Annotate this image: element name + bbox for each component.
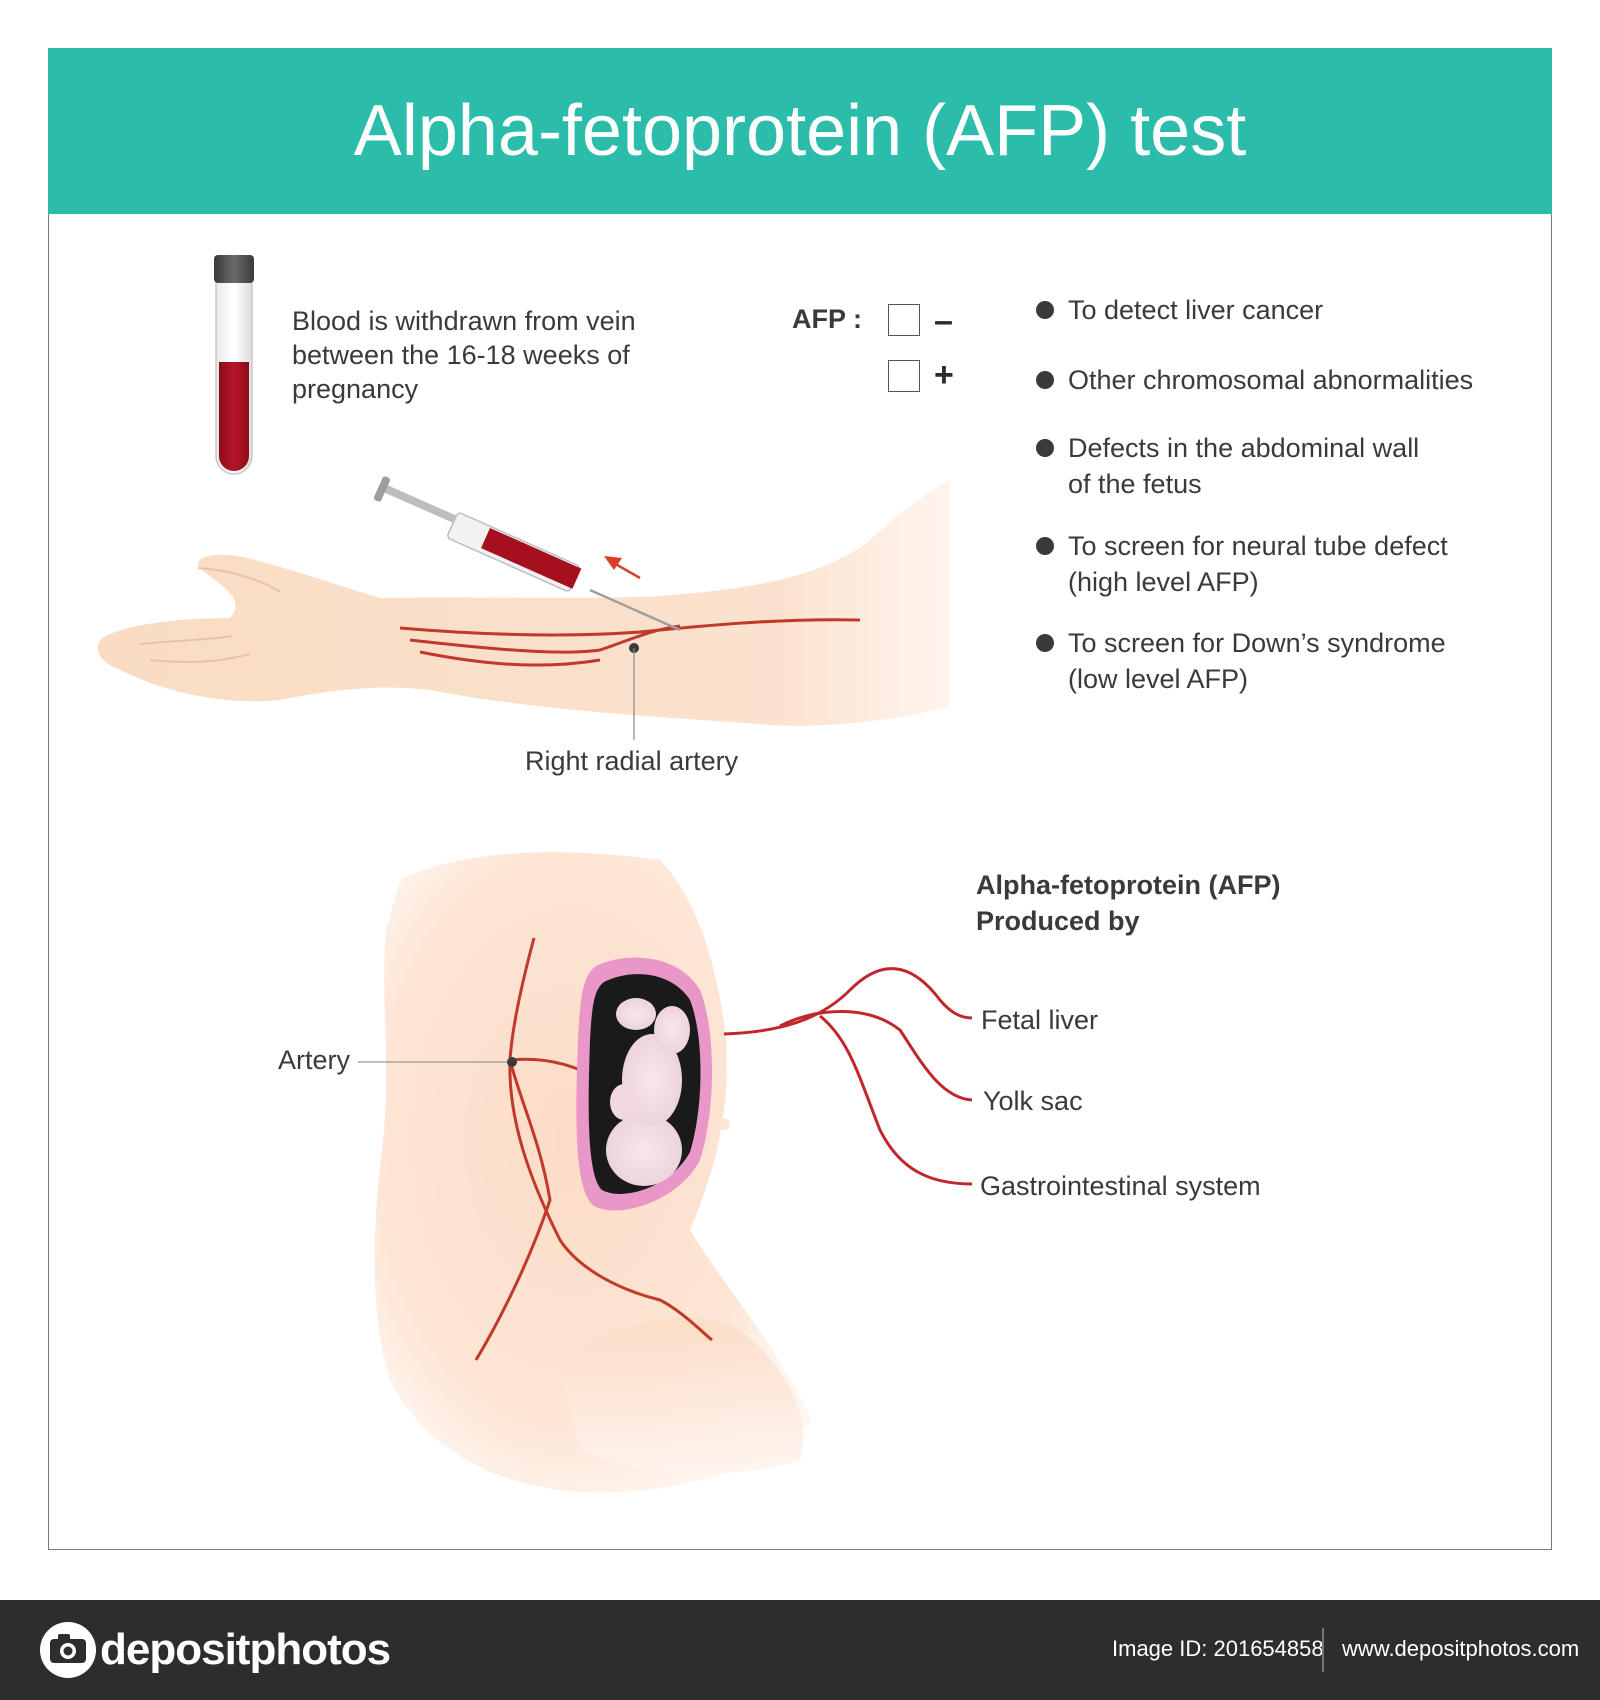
blood-caption-line-2: between the 16-18 weeks of: [292, 340, 630, 370]
positive-sign: +: [934, 356, 954, 394]
radial-artery-vessels: [399, 618, 861, 667]
source-yolk-sac: Yolk sac: [983, 1086, 1083, 1116]
bullet-icon: [1036, 537, 1054, 555]
image-id: Image ID: 201654858: [1112, 1636, 1324, 1661]
bullet-icon: [1036, 439, 1054, 457]
source-fetal-liver: Fetal liver: [981, 1005, 1099, 1035]
blood-test-tube-icon: [214, 255, 254, 475]
negative-sign: –: [934, 302, 953, 340]
footer-divider: [1322, 1628, 1324, 1672]
arm-illustration: [97, 480, 950, 726]
bullet-icon: [1036, 634, 1054, 652]
illustration-layer: [97, 255, 973, 1493]
artery-body-pointer: [358, 1057, 517, 1067]
artery-label: Artery: [278, 1045, 351, 1075]
bullet-icon: [1036, 301, 1054, 319]
afp-result-label: AFP :: [792, 304, 863, 334]
purpose-item-2: Other chromosomal abnormalities: [1068, 365, 1474, 395]
produced-heading-line-1: Alpha-fetoprotein (AFP): [976, 870, 1281, 900]
blood-caption-line-3: pregnancy: [292, 374, 419, 404]
purpose-item-5-line-2: (low level AFP): [1068, 664, 1249, 694]
title-banner: [48, 48, 1552, 214]
purpose-item-4-line-2: (high level AFP): [1068, 567, 1259, 597]
radial-artery-label: Right radial artery: [525, 746, 739, 776]
diagram-frame: [48, 48, 1552, 1550]
purpose-item-3-line-1: Defects in the abdominal wall: [1068, 433, 1420, 463]
produced-heading-line-2: Produced by: [976, 906, 1140, 936]
afp-source-branches: [723, 967, 973, 1186]
uterus-fetus-illustration: [576, 957, 730, 1211]
purpose-item-4-line-1: To screen for neural tube defect: [1068, 531, 1448, 561]
artery-pointer: [629, 643, 639, 740]
page-title: Alpha-fetoprotein (AFP) test: [353, 91, 1247, 171]
purpose-item-5-line-1: To screen for Down’s syndrome: [1068, 628, 1446, 658]
bullet-icon: [1036, 371, 1054, 389]
camera-logo-icon: [40, 1622, 96, 1678]
footer-bar: [0, 1600, 1600, 1700]
brand-logo[interactable]: depositphotos: [100, 1625, 391, 1674]
afp-negative-checkbox[interactable]: [888, 304, 920, 336]
blood-caption-line-1: Blood is withdrawn from vein: [292, 306, 636, 336]
syringe-icon: [374, 476, 681, 632]
withdraw-arrow-icon: [604, 556, 641, 580]
purpose-item-3-line-2: of the fetus: [1068, 469, 1202, 499]
website-link[interactable]: www.depositphotos.com: [1342, 1636, 1580, 1661]
source-gastrointestinal-system: Gastrointestinal system: [980, 1171, 1261, 1201]
afp-positive-checkbox[interactable]: [888, 360, 920, 392]
purpose-item-1: To detect liver cancer: [1068, 295, 1324, 325]
